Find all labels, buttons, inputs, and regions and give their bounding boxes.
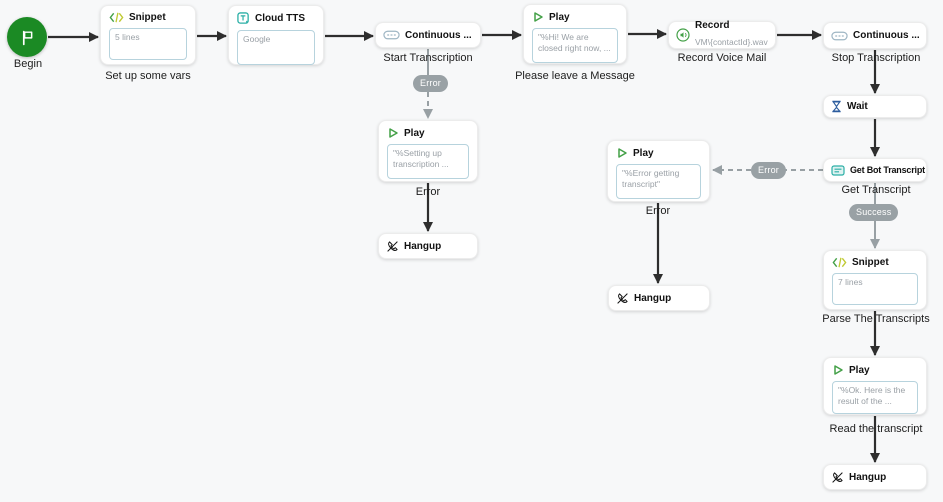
play-icon — [532, 11, 544, 23]
caption-record-voicemail: Record Voice Mail — [677, 52, 767, 64]
record-filename: VM\{contactId}.wav — [695, 36, 768, 47]
node-title: Hangup — [634, 292, 672, 304]
node-continuous-stop-transcription[interactable]: Continuous ... — [823, 22, 927, 49]
caption-stop-transcription: Stop Transcription — [831, 52, 921, 64]
node-title: Record — [695, 20, 730, 32]
caption-begin: Begin — [13, 58, 43, 70]
transcription-icon — [383, 30, 400, 40]
badge-error-get-transcript: Error — [751, 162, 786, 179]
node-hangup-get-transcript-error[interactable]: Hangup — [608, 285, 710, 311]
node-cloud-tts[interactable]: Cloud TTS Google — [228, 5, 324, 65]
caption-read-transcript: Read the transcript — [829, 423, 923, 435]
node-wait[interactable]: Wait — [823, 95, 927, 118]
snippet-preview-box: 5 lines — [109, 28, 187, 60]
badge-success: Success — [849, 204, 899, 221]
snippet-preview-text: 5 lines — [115, 32, 140, 42]
play-prompt-box: "%Hi! We are closed right now, ... — [532, 28, 618, 63]
node-title: Play — [549, 11, 570, 23]
play-icon — [832, 364, 844, 376]
caption-please-leave-message: Please leave a Message — [515, 70, 635, 82]
caption-parse-transcripts: Parse The Transcripts — [822, 313, 930, 325]
hangup-icon — [386, 240, 399, 253]
tts-provider-text: Google — [243, 34, 271, 44]
play-icon — [616, 147, 628, 159]
caption-snippet-setup-vars: Set up some vars — [105, 70, 191, 82]
code-snippet-icon — [109, 12, 124, 23]
hangup-icon — [831, 471, 844, 484]
hourglass-icon — [831, 100, 842, 113]
node-play-read-transcript[interactable]: Play "%Ok. Here is the result of the ... — [823, 357, 927, 415]
caption-error-transcript: Error — [645, 205, 671, 217]
node-title: Get Bot Transcript — [850, 165, 925, 175]
node-title: Continuous ... — [405, 29, 472, 41]
node-title: Play — [633, 147, 654, 159]
play-prompt-box: "%Error getting transcript" — [616, 164, 701, 199]
node-snippet-setup-vars[interactable]: Snippet 5 lines — [100, 5, 196, 65]
node-title: Play — [849, 364, 870, 376]
node-hangup-final[interactable]: Hangup — [823, 464, 927, 490]
node-play-closed-message[interactable]: Play "%Hi! We are closed right now, ... — [523, 4, 627, 64]
node-hangup-transcription-error[interactable]: Hangup — [378, 233, 478, 259]
caption-start-transcription: Start Transcription — [383, 52, 473, 64]
node-continuous-start-transcription[interactable]: Continuous ... — [375, 22, 481, 48]
node-title: Cloud TTS — [255, 13, 305, 24]
play-prompt-box: "%Ok. Here is the result of the ... — [832, 381, 918, 414]
node-play-transcription-error[interactable]: Play "%Setting up transcription ... — [378, 120, 478, 182]
node-title: Hangup — [404, 240, 442, 252]
node-title: Wait — [847, 101, 868, 112]
text-to-speech-icon — [237, 12, 250, 25]
node-play-get-transcript-error[interactable]: Play "%Error getting transcript" — [607, 140, 710, 202]
node-get-bot-transcript[interactable]: Get Bot Transcript — [823, 158, 927, 182]
record-text-block: Record VM\{contactId}.wav — [695, 20, 768, 50]
node-snippet-parse-transcripts[interactable]: Snippet 7 lines — [823, 250, 927, 310]
record-icon — [676, 28, 690, 42]
node-title: Snippet — [852, 257, 889, 268]
hangup-icon — [616, 292, 629, 305]
play-icon — [387, 127, 399, 139]
transcript-icon — [831, 164, 845, 176]
node-title: Play — [404, 127, 425, 139]
node-record-voicemail[interactable]: Record VM\{contactId}.wav — [668, 20, 776, 50]
flag-icon — [19, 29, 36, 46]
badge-error-start-transcription: Error — [413, 75, 448, 92]
tts-provider-box: Google — [237, 30, 315, 65]
node-title: Snippet — [129, 12, 166, 23]
snippet-preview-box: 7 lines — [832, 273, 918, 305]
caption-get-transcript: Get Transcript — [841, 184, 911, 196]
play-prompt-text: "%Hi! We are closed right now, ... — [538, 32, 611, 54]
code-snippet-icon — [832, 257, 847, 268]
play-prompt-text: "%Error getting transcript" — [622, 168, 680, 190]
play-prompt-text: "%Ok. Here is the result of the ... — [838, 385, 906, 407]
node-title: Continuous ... — [853, 30, 920, 41]
play-prompt-box: "%Setting up transcription ... — [387, 144, 469, 179]
transcription-icon — [831, 31, 848, 41]
snippet-preview-text: 7 lines — [838, 277, 863, 287]
play-prompt-text: "%Setting up transcription ... — [393, 148, 449, 170]
node-title: Hangup — [849, 471, 887, 483]
node-begin[interactable] — [7, 17, 47, 57]
caption-error-setup: Error — [415, 186, 441, 198]
